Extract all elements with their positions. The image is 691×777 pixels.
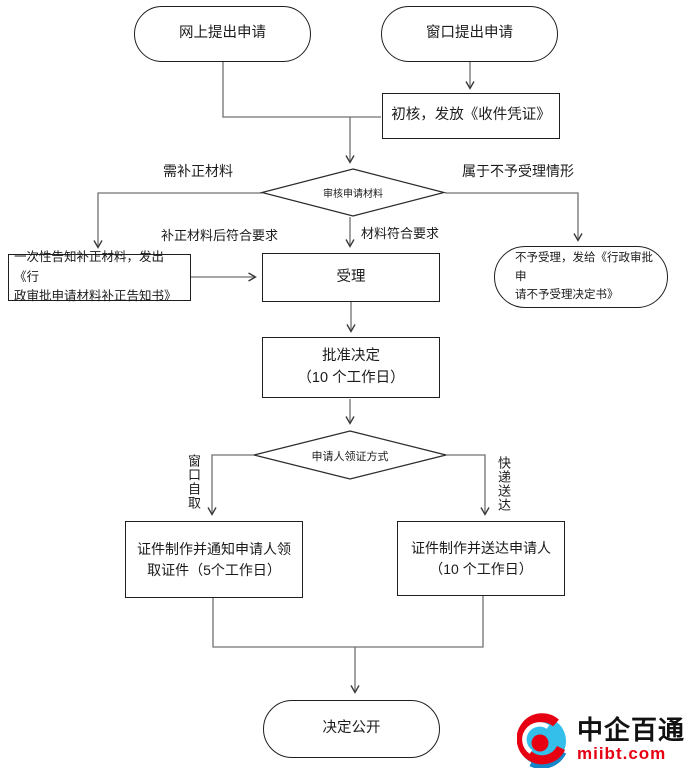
label-express-delivery: 快递送达 — [496, 456, 511, 512]
delivery-line1: 证件制作并送达申请人 — [411, 540, 551, 557]
notify-correction-line1: 一次性告知补正材料，发出《行 — [14, 250, 165, 284]
logo-globe-icon — [517, 713, 567, 768]
label-materials-ok: 材料符合要求 — [361, 226, 440, 241]
pickup-line2: 取证件（5个工作日） — [147, 561, 281, 578]
approval-decision-line2: （10 个工作日） — [297, 369, 405, 386]
online-apply-label: 网上提出申请 — [179, 25, 266, 42]
publish-terminator: 决定公开 — [263, 700, 440, 758]
method-diamond-shape — [253, 430, 447, 480]
reject-line2: 请不予受理决定书》 — [515, 289, 619, 302]
label-corrected-ok: 补正材料后符合要求 — [161, 228, 279, 243]
accept-label: 受理 — [336, 268, 366, 285]
label-window-pickup: 窗口自取 — [186, 454, 201, 510]
approval-decision-line1: 批准决定 — [321, 348, 380, 365]
publish-label: 决定公开 — [322, 720, 381, 737]
reject-line1: 不予受理，发给《行政审批申 — [515, 252, 653, 283]
review-diamond-label: 审核申请材料 — [323, 189, 383, 200]
delivery-box: 证件制作并送达申请人 （10 个工作日） — [397, 521, 565, 596]
approval-decision-box: 批准决定 （10 个工作日） — [262, 337, 440, 398]
initial-check-box: 初核，发放《收件凭证》 — [382, 93, 560, 139]
accept-box: 受理 — [262, 253, 440, 302]
pickup-line1: 证件制作并通知申请人领 — [137, 541, 291, 558]
edge-method-to-delivery — [446, 454, 485, 514]
edge-merge-bottom — [212, 596, 484, 648]
initial-check-label: 初核，发放《收件凭证》 — [391, 107, 551, 124]
review-diamond-shape — [259, 168, 447, 217]
edge-review-to-reject — [445, 192, 578, 240]
edge-method-to-pickup — [212, 454, 254, 514]
logo-domain-text: miibt.com — [577, 744, 667, 764]
label-not-acceptable: 属于不予受理情形 — [462, 163, 574, 179]
edge-review-to-notify — [98, 192, 262, 247]
pickup-box: 证件制作并通知申请人领 取证件（5个工作日） — [125, 521, 303, 598]
window-apply-label: 窗口提出申请 — [426, 25, 513, 42]
online-apply-terminator: 网上提出申请 — [134, 6, 311, 62]
edge-online-to-junction — [222, 62, 381, 118]
site-logo: 中企百通 miibt.com — [517, 712, 685, 768]
method-diamond-label: 申请人领证方式 — [311, 450, 389, 463]
reject-terminator: 不予受理，发给《行政审批申 请不予受理决定书》 — [494, 246, 668, 308]
window-apply-terminator: 窗口提出申请 — [381, 6, 558, 62]
logo-brand-text: 中企百通 — [577, 714, 686, 745]
label-need-correction: 需补正材料 — [163, 163, 233, 179]
delivery-line2: （10 个工作日） — [429, 560, 533, 577]
notify-correction-box: 一次性告知补正材料，发出《行 政审批申请材料补正告知书》 — [8, 250, 191, 303]
notify-correction-line2: 政审批申请材料补正告知书》 — [14, 289, 177, 304]
